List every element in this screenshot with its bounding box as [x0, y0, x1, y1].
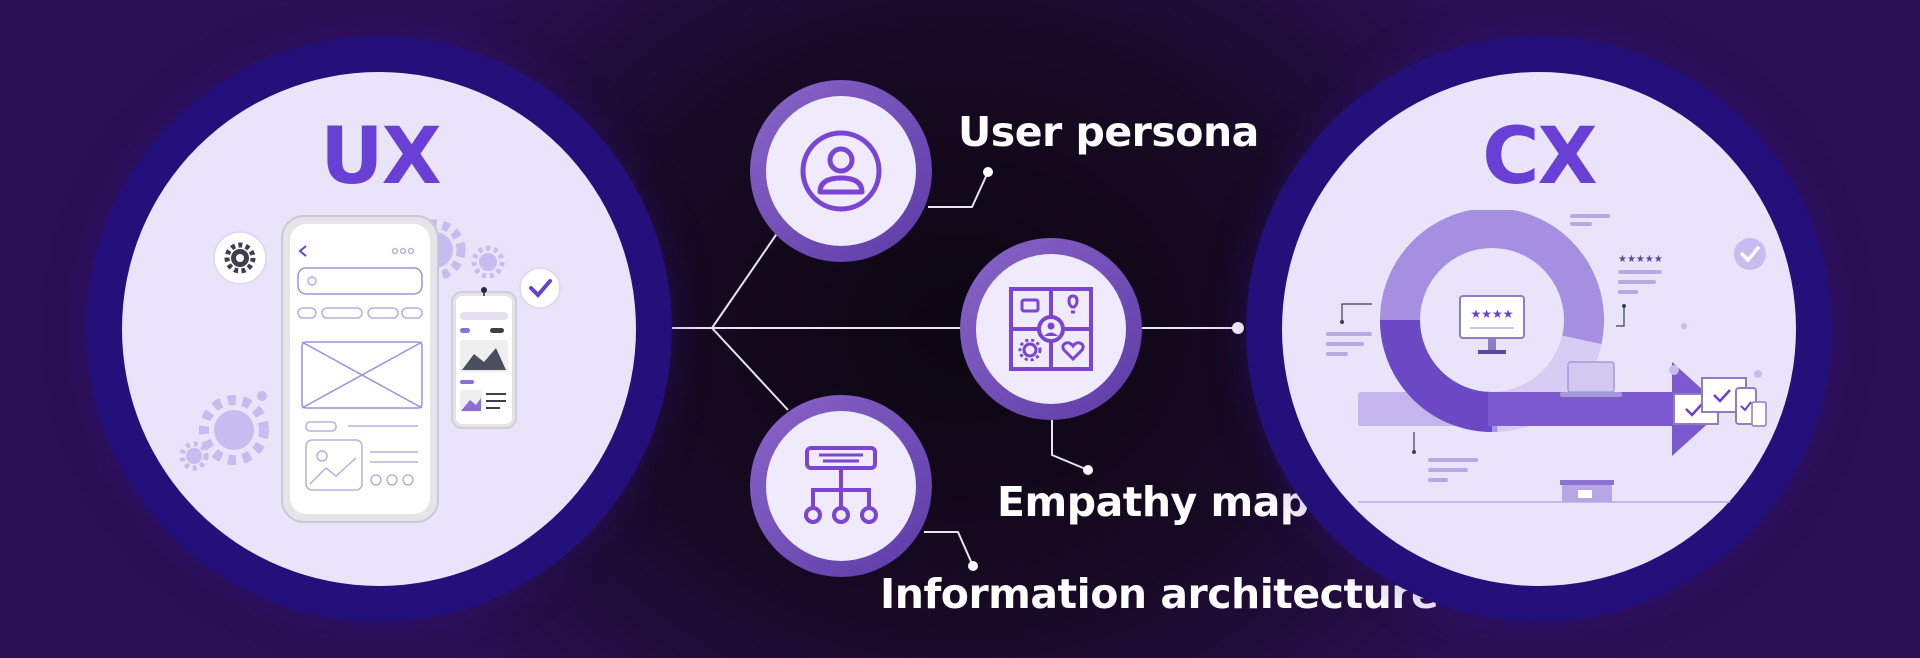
ux-wireframe-illustration: [179, 215, 561, 523]
empathy-map-icon: [1009, 287, 1093, 371]
connector-to-user-persona: [711, 231, 779, 329]
cx-journey-illustration: ★★★★ ★★★★★: [1326, 210, 1767, 503]
label-information-architecture: Information architecture: [880, 570, 1439, 618]
cx-title: CX: [1482, 112, 1597, 202]
label-empathy-map: Empathy map: [997, 478, 1309, 526]
label-user-persona: User persona: [958, 108, 1259, 156]
leader-user-persona: [928, 171, 989, 208]
connector-to-information-architecture: [711, 327, 789, 411]
star-rating-icon: ★★★★: [1470, 307, 1513, 321]
sitemap-icon: [804, 446, 878, 524]
svg-text:★★★★★: ★★★★★: [1618, 254, 1663, 265]
leader-empathy-map: [1051, 420, 1089, 471]
user-persona-icon: [800, 130, 882, 212]
cx-panel-inner: [1282, 72, 1796, 586]
leader-information-architecture: [924, 531, 974, 567]
ux-title: UX: [320, 112, 441, 202]
